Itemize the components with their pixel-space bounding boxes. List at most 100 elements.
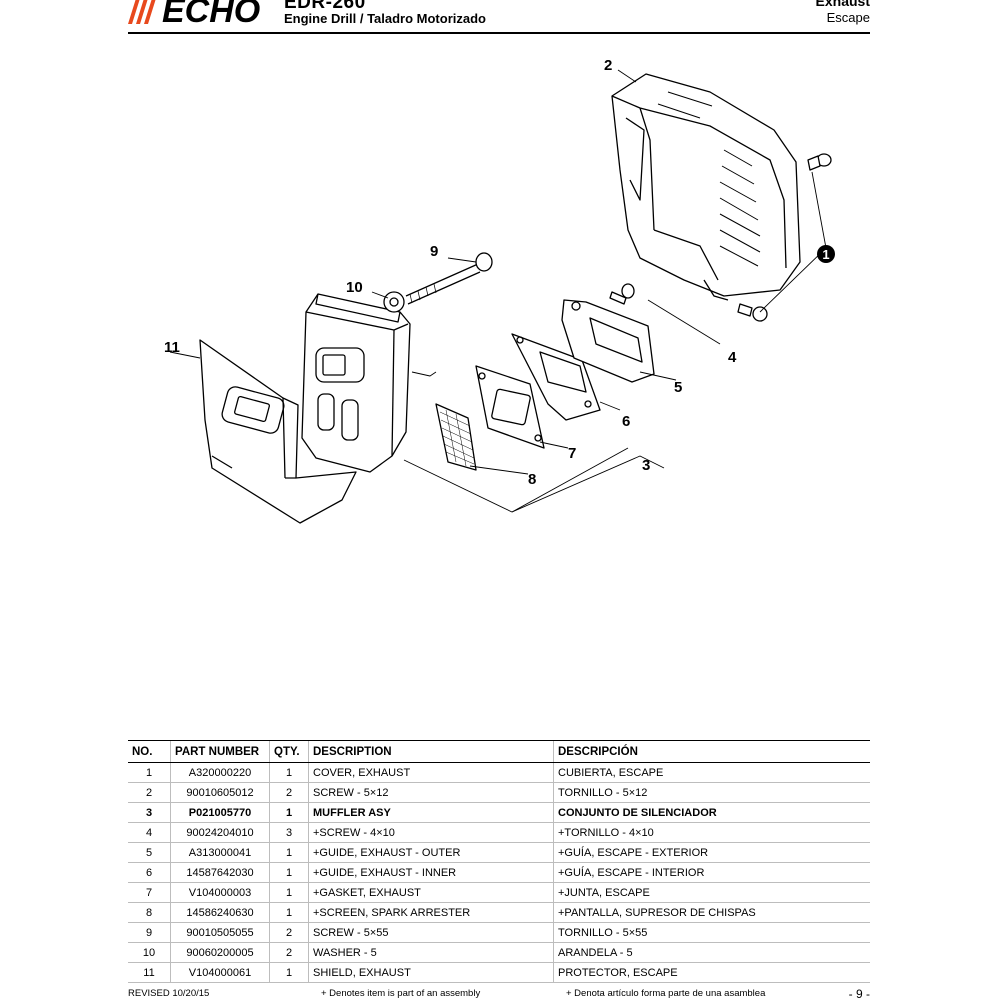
callout-10: 10: [346, 279, 363, 296]
table-row: 11 V104000061 1 SHIELD, EXHAUST PROTECTO…: [128, 962, 870, 983]
cell-no: 7: [128, 882, 171, 903]
table-row: 5 A313000041 1 +GUIDE, EXHAUST - OUTER +…: [128, 842, 870, 863]
cell-description: MUFFLER ASY: [308, 802, 554, 823]
cell-descripcion: TORNILLO - 5×12: [553, 782, 870, 803]
muffler-body-drawing: [301, 293, 411, 473]
cell-description: COVER, EXHAUST: [308, 762, 554, 783]
cell-description: +GUIDE, EXHAUST - INNER: [308, 862, 554, 883]
cell-descripcion: +GUÍA, ESCAPE - EXTERIOR: [553, 842, 870, 863]
cell-qty: 2: [269, 922, 309, 943]
page-number: - 9 -: [848, 987, 870, 1001]
callout-8: 8: [528, 471, 536, 488]
table-row: 10 90060200005 2 WASHER - 5 ARANDELA - 5: [128, 942, 870, 963]
cell-no: 3: [128, 802, 171, 823]
cell-description: +SCREW - 4×10: [308, 822, 554, 843]
cell-qty: 1: [269, 862, 309, 883]
cell-descripcion: +JUNTA, ESCAPE: [553, 882, 870, 903]
col-header-no: NO.: [128, 740, 171, 763]
cell-no: 2: [128, 782, 171, 803]
cell-qty: 1: [269, 882, 309, 903]
cell-part-number: V104000061: [170, 962, 270, 983]
table-row-assembly: 3 P021005770 1 MUFFLER ASY CONJUNTO DE S…: [128, 802, 870, 823]
col-header-part-number: PART NUMBER: [170, 740, 270, 763]
cell-no: 8: [128, 902, 171, 923]
inner-guide-drawing: [511, 333, 601, 421]
section-title-es: Escape: [826, 10, 870, 25]
callout-11: 11: [164, 339, 180, 356]
cell-description: +GUIDE, EXHAUST - OUTER: [308, 842, 554, 863]
cell-description: +SCREEN, SPARK ARRESTER: [308, 902, 554, 923]
cell-no: 1: [128, 762, 171, 783]
cell-no: 6: [128, 862, 171, 883]
cell-part-number: 90010505055: [170, 922, 270, 943]
cell-no: 4: [128, 822, 171, 843]
parts-table: NO. PART NUMBER QTY. DESCRIPTION DESCRIP…: [128, 740, 870, 983]
cell-part-number: 14587642030: [170, 862, 270, 883]
washer-drawing: [383, 291, 405, 313]
cell-descripcion: TORNILLO - 5×55: [553, 922, 870, 943]
callout-7: 7: [568, 445, 576, 462]
callout-6: 6: [622, 413, 630, 430]
exhaust-shield-drawing: [199, 339, 357, 524]
model-subtitle: Engine Drill / Taladro Motorizado: [284, 11, 486, 26]
page-footer: REVISED 10/20/15 + Denotes item is part …: [128, 987, 870, 1001]
cell-qty: 2: [269, 942, 309, 963]
cell-description: SCREW - 5×12: [308, 782, 554, 803]
revision-date: REVISED 10/20/15: [128, 988, 210, 999]
cell-descripcion: ARANDELA - 5: [553, 942, 870, 963]
callout-1: 1: [822, 247, 829, 262]
cell-no: 9: [128, 922, 171, 943]
page-header: ECHO EDR-260 Engine Drill / Taladro Moto…: [128, 0, 870, 32]
table-row: 4 90024204010 3 +SCREW - 4×10 +TORNILLO …: [128, 822, 870, 843]
cell-descripcion: CUBIERTA, ESCAPE: [553, 762, 870, 783]
cell-part-number: A313000041: [170, 842, 270, 863]
cell-description: +GASKET, EXHAUST: [308, 882, 554, 903]
table-row: 6 14587642030 1 +GUIDE, EXHAUST - INNER …: [128, 862, 870, 883]
model-title: EDR-260: [284, 0, 366, 13]
cell-part-number: 90060200005: [170, 942, 270, 963]
cell-part-number: V104000003: [170, 882, 270, 903]
table-row: 1 A320000220 1 COVER, EXHAUST CUBIERTA, …: [128, 762, 870, 783]
cell-descripcion: CONJUNTO DE SILENCIADOR: [553, 802, 870, 823]
cell-qty: 1: [269, 802, 309, 823]
cell-no: 10: [128, 942, 171, 963]
cell-qty: 1: [269, 962, 309, 983]
cell-part-number: 90024204010: [170, 822, 270, 843]
table-row: 8 14586240630 1 +SCREEN, SPARK ARRESTER …: [128, 902, 870, 923]
cell-qty: 1: [269, 902, 309, 923]
cell-part-number: P021005770: [170, 802, 270, 823]
cell-descripcion: +TORNILLO - 4×10: [553, 822, 870, 843]
exploded-parts-diagram: 11 10 9 2 1 4 5 6 7 3 8: [164, 57, 835, 524]
outer-guide-drawing: [561, 299, 655, 383]
cell-no: 5: [128, 842, 171, 863]
cell-description: WASHER - 5: [308, 942, 554, 963]
col-header-qty: QTY.: [269, 740, 309, 763]
cell-part-number: A320000220: [170, 762, 270, 783]
exhaust-cover-drawing: [611, 73, 801, 301]
cell-part-number: 90010605012: [170, 782, 270, 803]
cell-qty: 1: [269, 762, 309, 783]
cell-qty: 2: [269, 782, 309, 803]
assembly-note-es: + Denota artículo forma parte de una asa…: [566, 988, 766, 999]
cell-part-number: 14586240630: [170, 902, 270, 923]
assembly-note-en: + Denotes item is part of an assembly: [321, 988, 481, 999]
cell-descripcion: +GUÍA, ESCAPE - INTERIOR: [553, 862, 870, 883]
brand-wordmark: ECHO: [162, 0, 260, 26]
col-header-descripcion: DESCRIPCIÓN: [553, 740, 870, 763]
table-row: 2 90010605012 2 SCREW - 5×12 TORNILLO - …: [128, 782, 870, 803]
table-row: 9 90010505055 2 SCREW - 5×55 TORNILLO - …: [128, 922, 870, 943]
screw-5x55-drawing: [405, 252, 493, 305]
table-header-row: NO. PART NUMBER QTY. DESCRIPTION DESCRIP…: [128, 740, 870, 763]
echo-logo: ECHO: [128, 0, 260, 26]
gasket-drawing: [475, 365, 545, 449]
callout-5: 5: [674, 379, 682, 396]
header-divider: [128, 32, 870, 34]
callout-9: 9: [430, 243, 438, 260]
section-title-en: Exhaust: [815, 0, 870, 9]
cell-descripcion: +PANTALLA, SUPRESOR DE CHISPAS: [553, 902, 870, 923]
cell-description: SHIELD, EXHAUST: [308, 962, 554, 983]
spark-screen-drawing: [435, 403, 477, 471]
cell-no: 11: [128, 962, 171, 983]
callout-3: 3: [642, 457, 650, 474]
screw-5x12-drawing: [737, 153, 832, 322]
